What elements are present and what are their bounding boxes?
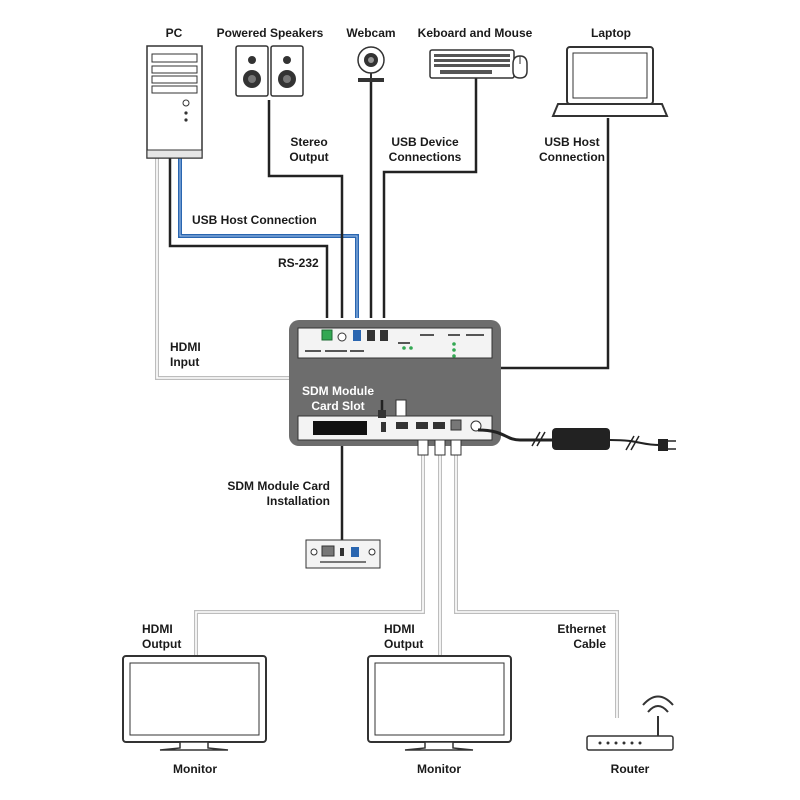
stereo-cable bbox=[267, 100, 344, 318]
label-pc: PC bbox=[165, 26, 183, 40]
label-router: Router bbox=[610, 762, 650, 776]
label-rs232: RS-232 bbox=[278, 256, 319, 270]
label-usb-host-connection-pc: USB Host Connection bbox=[192, 213, 317, 227]
pc-tower bbox=[146, 45, 203, 159]
label-laptop: Laptop bbox=[591, 26, 631, 40]
sdm-module-card bbox=[305, 539, 381, 569]
router bbox=[586, 695, 674, 751]
keyboard-and-mouse bbox=[429, 49, 528, 79]
sdm-installation-arrow bbox=[334, 432, 350, 540]
label-monitor-right: Monitor bbox=[417, 762, 461, 776]
label-powered-speakers: Powered Speakers bbox=[216, 26, 324, 40]
monitor-left bbox=[122, 655, 267, 751]
av-extender-device bbox=[289, 320, 501, 456]
usb-host-cable-pc bbox=[178, 158, 359, 318]
label-keyboard-mouse: Keboard and Mouse bbox=[417, 26, 533, 40]
powered-speakers bbox=[235, 45, 304, 97]
monitor-right bbox=[367, 655, 512, 751]
label-monitor-left: Monitor bbox=[173, 762, 217, 776]
label-webcam: Webcam bbox=[346, 26, 396, 40]
webcam bbox=[357, 46, 385, 82]
rs232-cable bbox=[168, 158, 329, 318]
power-adapter bbox=[477, 428, 676, 451]
keyboard-cable bbox=[382, 78, 478, 318]
laptop bbox=[551, 46, 669, 117]
